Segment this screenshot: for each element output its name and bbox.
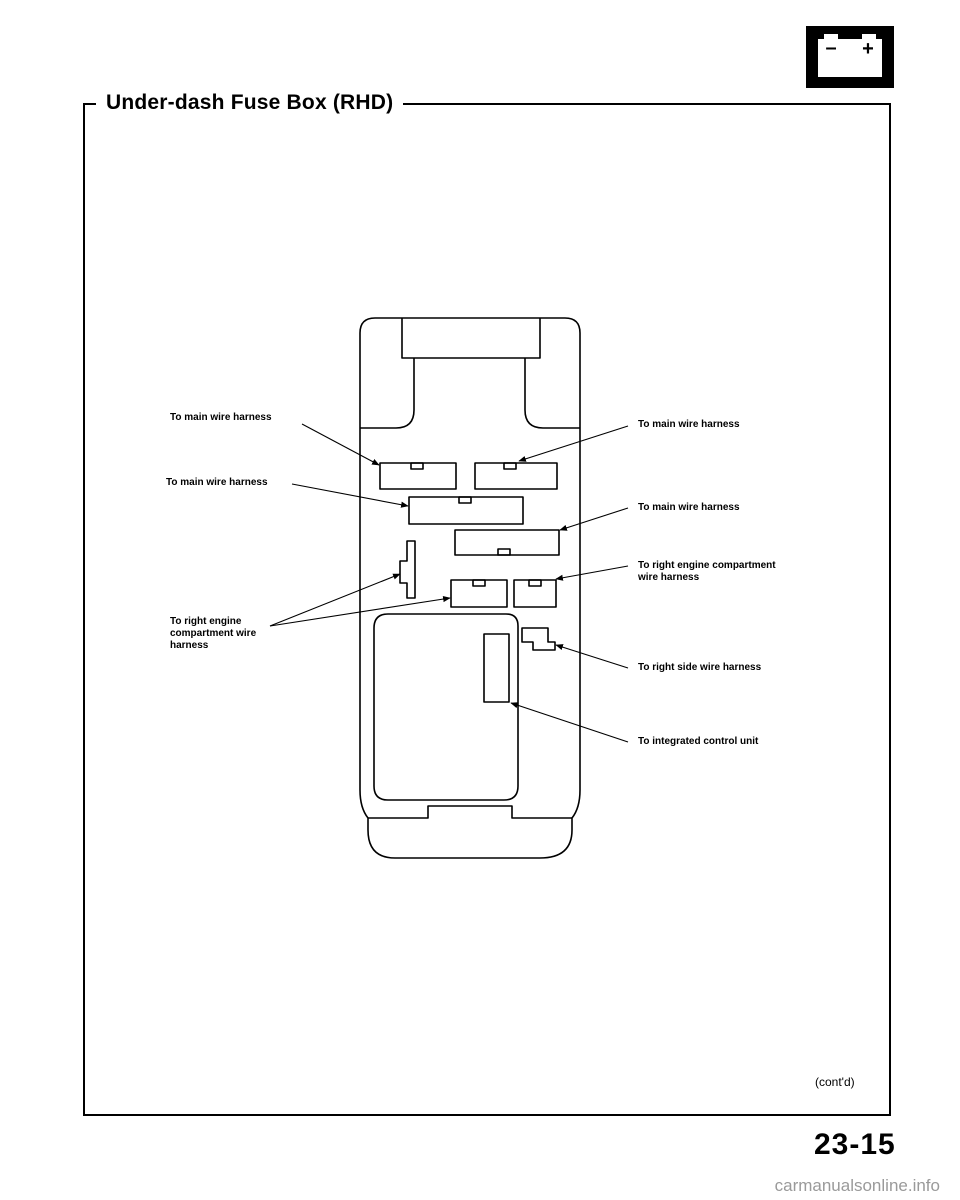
label-right-side: To right side wire harness [638,662,762,673]
label-left-engine-3: harness [170,640,209,651]
page-number: 23-15 [814,1128,896,1161]
label-right-icu: To integrated control unit [638,736,759,747]
fuse-box-housing [359,317,581,859]
top-tab [401,318,541,359]
leader-left-engine-a [269,573,401,627]
top-recess [360,358,580,429]
title-container: Under-dash Fuse Box (RHD) [96,86,404,120]
label-right-main-2: To main wire harness [638,502,740,513]
leader-left-main-2 [291,483,409,508]
leader-left-main-1 [301,423,380,466]
leader-right-side [555,644,629,669]
connector-right-side [521,627,556,651]
label-left-main-2: To main wire harness [166,477,268,488]
diagram-frame [83,103,891,1116]
battery-minus: – [825,37,836,59]
label-left-engine-1: To right engine [170,616,242,627]
connector-small-right [513,579,557,608]
leader-right-main-1 [518,425,629,462]
fuse-panel [373,613,519,801]
connector-top-left [379,462,457,490]
battery-icon: – + [806,26,894,88]
battery-plus: + [862,38,874,60]
watermark: carmanualsonline.info [774,1176,940,1195]
connector-wide [454,529,560,556]
label-left-engine-2: compartment wire [170,628,257,639]
label-right-engine-1: To right engine compartment [638,560,776,571]
label-left-main-1: To main wire harness [170,412,272,423]
connector-middle [408,496,524,525]
bottom-foot [368,805,572,819]
label-right-main-1: To main wire harness [638,419,740,430]
page-title: Under-dash Fuse Box (RHD) [106,91,394,114]
continued-note: (cont'd) [815,1075,855,1089]
leader-right-engine [555,565,629,581]
leader-right-main-2 [559,507,629,531]
leader-right-icu [510,702,629,743]
label-right-engine-2: wire harness [638,572,700,583]
connector-small-left [450,579,508,608]
connector-vertical [399,540,416,599]
leader-left-engine-b [269,596,451,627]
connector-icu [483,633,510,703]
